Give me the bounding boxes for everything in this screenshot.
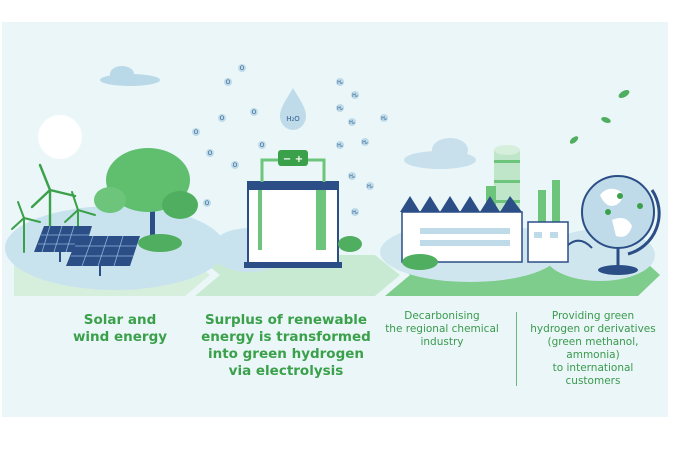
water-label: H₂O xyxy=(286,115,300,123)
oxygen-label: O xyxy=(260,142,265,149)
caption-solar-wind: Solar and wind energy xyxy=(72,312,168,345)
hydrogen-label: H₂ xyxy=(381,116,387,122)
electrolyser-icon: − + xyxy=(244,150,342,268)
oxygen-label: O xyxy=(252,109,257,116)
leaf-icon xyxy=(569,136,579,144)
factory-icon xyxy=(400,145,593,263)
solar-panel-icon xyxy=(66,235,140,276)
hydrogen-label: H₂ xyxy=(352,210,358,216)
cloud-icon xyxy=(100,66,160,86)
oxygen-label: O xyxy=(208,150,213,157)
hydrogen-label: H₂ xyxy=(337,143,343,149)
cloud-icon xyxy=(404,138,476,169)
battery-sign: − + xyxy=(283,154,303,165)
leaf-icon xyxy=(601,117,611,123)
globe-icon xyxy=(581,175,661,275)
plant-icon xyxy=(338,236,362,252)
caption-providing: Providing green hydrogen or derivatives … xyxy=(530,310,656,387)
tree-icon xyxy=(94,148,198,245)
oxygen-molecules: O O O O O O O O O xyxy=(192,64,266,207)
caption-decarbonising: Decarbonising the regional chemical indu… xyxy=(385,310,499,348)
hydrogen-label: H₂ xyxy=(352,93,358,99)
wind-turbine-icon xyxy=(11,201,41,253)
leaf-icon xyxy=(618,90,630,98)
oxygen-label: O xyxy=(233,162,238,169)
hydrogen-label: H₂ xyxy=(337,80,343,86)
oxygen-label: O xyxy=(220,115,225,122)
hydrogen-label: H₂ xyxy=(337,106,343,112)
oxygen-label: O xyxy=(194,129,199,136)
bush-icon xyxy=(138,234,182,252)
hydrogen-label: H₂ xyxy=(362,140,368,146)
hydrogen-molecules: H₂ H₂ H₂ H₂ H₂ H₂ H₂ H₂ H₂ H₂ xyxy=(336,78,388,216)
oxygen-label: O xyxy=(226,79,231,86)
bush-icon xyxy=(402,254,438,270)
oxygen-label: O xyxy=(240,65,245,72)
sun-icon xyxy=(38,115,82,159)
oxygen-label: O xyxy=(205,200,210,207)
hydrogen-label: H₂ xyxy=(367,184,373,190)
caption-electrolysis: Surplus of renewable energy is transform… xyxy=(201,312,371,379)
water-drop-icon: H₂O xyxy=(280,88,306,130)
hydrogen-label: H₂ xyxy=(349,120,355,126)
hydrogen-label: H₂ xyxy=(349,174,355,180)
caption-divider xyxy=(516,312,517,386)
